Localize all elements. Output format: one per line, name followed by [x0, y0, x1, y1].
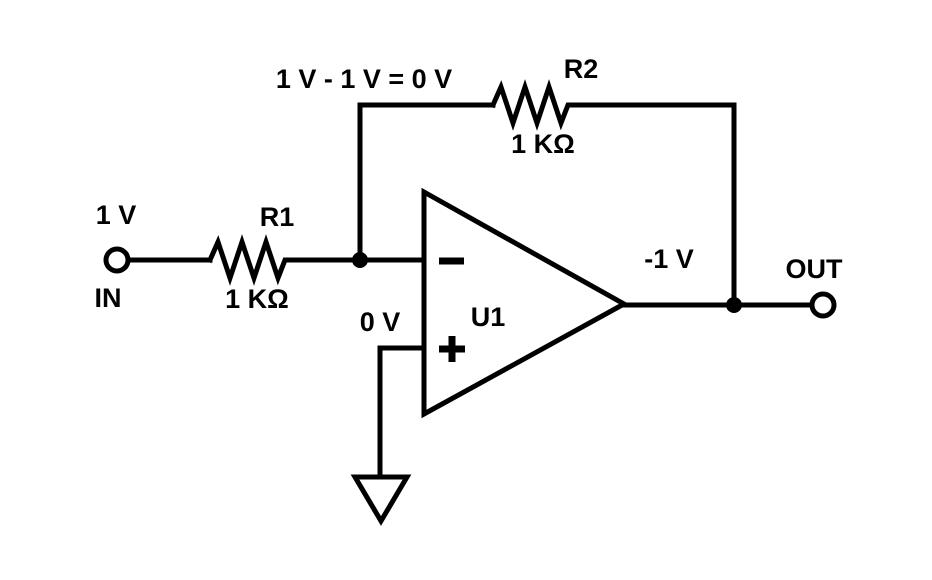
resistor-r1: [206, 234, 295, 286]
resistor-r2: [489, 79, 580, 131]
r2-value-label: 1 KΩ: [511, 129, 575, 159]
output-terminal-label: OUT: [786, 254, 844, 284]
ground-icon: [350, 474, 412, 526]
opamp-triangle: [421, 187, 630, 419]
r2-name-label: R2: [564, 54, 599, 84]
r1-name-label: R1: [260, 202, 295, 232]
wire-noninverting-to-ground: [377, 345, 427, 480]
junction-dot-summing: [352, 252, 368, 268]
input-terminal: [103, 246, 131, 274]
noninverting-input-plus-icon: [439, 336, 465, 362]
feedback-note-label: 1 V - 1 V = 0 V: [276, 64, 452, 94]
junction-dot-output: [726, 297, 742, 313]
wire-feedback-left: [357, 102, 496, 263]
output-terminal: [809, 291, 837, 319]
noninverting-voltage-label: 0 V: [360, 307, 401, 337]
output-voltage-label: -1 V: [644, 244, 694, 274]
input-terminal-label: IN: [95, 283, 122, 313]
opamp-name-label: U1: [471, 302, 506, 332]
wire-feedback-right: [574, 102, 737, 308]
input-voltage-label: 1 V: [96, 200, 137, 230]
r1-value-label: 1 KΩ: [225, 284, 289, 314]
wires: [127, 102, 814, 480]
